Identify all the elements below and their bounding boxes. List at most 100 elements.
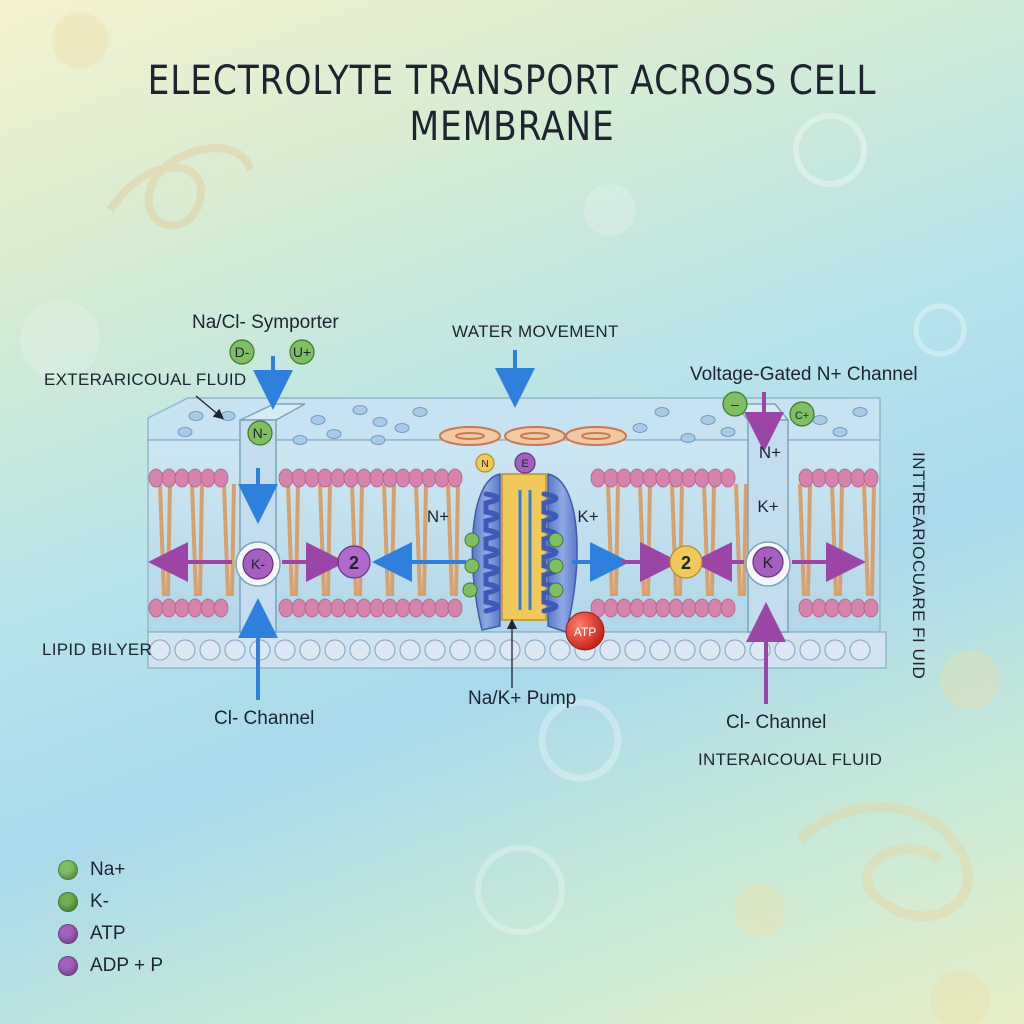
band-circle <box>599 639 621 661</box>
surface-vesicle <box>220 411 236 421</box>
surface-vesicle <box>177 427 193 437</box>
lipid-head <box>161 598 177 618</box>
band-circle <box>699 639 721 661</box>
legend-label-na: Na+ <box>90 859 126 880</box>
band-circle <box>849 639 871 661</box>
ion-left-channel-center: K- <box>242 548 274 580</box>
surface-vesicle <box>720 427 736 437</box>
legend-item-k: K- <box>58 886 163 918</box>
lipid-tail <box>678 483 684 597</box>
band-circle <box>624 639 646 661</box>
lipid-tail <box>166 483 172 597</box>
band-circle <box>174 639 196 661</box>
lipid-head <box>720 468 736 488</box>
lipid-head <box>707 598 723 618</box>
lipid-head <box>369 598 385 618</box>
lipid-tail <box>446 483 454 597</box>
lipid-tail <box>742 483 748 597</box>
lipid-head <box>304 598 320 618</box>
svg-text:K-: K- <box>251 556 265 572</box>
svg-text:C+: C+ <box>795 410 809 422</box>
svg-text:N-: N- <box>253 425 268 441</box>
band-circle <box>324 639 346 661</box>
lipid-head <box>421 468 437 488</box>
surface-vesicle <box>832 427 848 437</box>
lipid-head <box>343 468 359 488</box>
lipid-head <box>837 468 853 488</box>
band-circle <box>399 639 421 661</box>
ion-pump-top-left: N <box>475 453 495 473</box>
band-circle <box>774 639 796 661</box>
lipid-head <box>382 598 398 618</box>
band-circle <box>824 639 846 661</box>
lipid-head <box>720 598 736 618</box>
lipid-head <box>668 598 684 618</box>
band-circle <box>649 639 671 661</box>
lipid-head <box>850 598 866 618</box>
surface-vesicle <box>352 405 368 415</box>
cl-channel-right-label: Cl- Channel <box>726 712 827 733</box>
ion-left-number: 2 <box>337 545 371 579</box>
lipid-head <box>629 468 645 488</box>
lipid-head <box>304 468 320 488</box>
band-circle <box>724 639 746 661</box>
legend-dot-k <box>58 892 78 912</box>
lipid-head <box>161 468 177 488</box>
surface-vesicle <box>370 435 386 445</box>
band-circle <box>424 639 446 661</box>
surface-vesicle <box>632 423 648 433</box>
lipid-tail <box>326 483 332 597</box>
diagram-title: ELECTROLYTE TRANSPORT ACROSS CELL MEMBRA… <box>147 58 877 150</box>
legend-item-adp: ADP + P <box>58 950 163 982</box>
band-circle <box>549 639 571 661</box>
svg-text:ATP: ATP <box>574 625 596 639</box>
lipid-tail <box>838 483 844 597</box>
lipid-head <box>603 468 619 488</box>
band-circle <box>674 639 696 661</box>
surface-vesicle <box>654 407 670 417</box>
lipid-head <box>343 598 359 618</box>
lipid-head <box>642 468 658 488</box>
lipid-head <box>694 468 710 488</box>
water-molecules <box>439 426 627 446</box>
ion-right-number: 2 <box>669 545 703 579</box>
lipid-head <box>447 598 463 618</box>
lipid-head <box>629 598 645 618</box>
surface-vesicle <box>412 407 428 417</box>
surface-vesicle <box>326 429 342 439</box>
arrow-fluid-pointer <box>195 395 224 420</box>
lipid-head <box>863 468 879 488</box>
legend-dot-na <box>58 860 78 880</box>
svg-text:2: 2 <box>681 553 691 573</box>
lipid-head <box>447 468 463 488</box>
legend: Na+ K- ATP ADP + P <box>58 854 163 982</box>
water-movement-label: WATER MOVEMENT <box>452 322 619 341</box>
svg-text:N: N <box>481 459 488 470</box>
ion-symporter-top-right: U+ <box>289 339 315 365</box>
lipid-head <box>616 598 632 618</box>
legend-label-k: K- <box>90 891 109 912</box>
lipid-tail <box>230 483 236 597</box>
lipid-head <box>421 598 437 618</box>
lipid-head <box>382 468 398 488</box>
surface-vesicle <box>812 415 828 425</box>
lipid-tail <box>806 483 812 597</box>
lipid-head <box>330 598 346 618</box>
lipid-head <box>850 468 866 488</box>
band-circle <box>474 639 496 661</box>
lipid-head <box>278 468 294 488</box>
cl-channel-left-label: Cl- Channel <box>214 708 315 729</box>
lipid-head <box>356 468 372 488</box>
lipid-tail <box>222 483 230 597</box>
surface-vesicles <box>177 405 868 445</box>
surface-vesicle <box>372 417 388 427</box>
lipid-head <box>395 468 411 488</box>
pump-label: Na/K+ Pump <box>468 688 577 709</box>
lipid-head <box>681 468 697 488</box>
surface-vesicle <box>310 415 326 425</box>
lipid-head <box>174 598 190 618</box>
lipid-tail <box>798 483 806 597</box>
right-channel-na-label: N+ <box>759 443 781 462</box>
legend-dot-atp <box>58 924 78 944</box>
lipid-head <box>837 598 853 618</box>
